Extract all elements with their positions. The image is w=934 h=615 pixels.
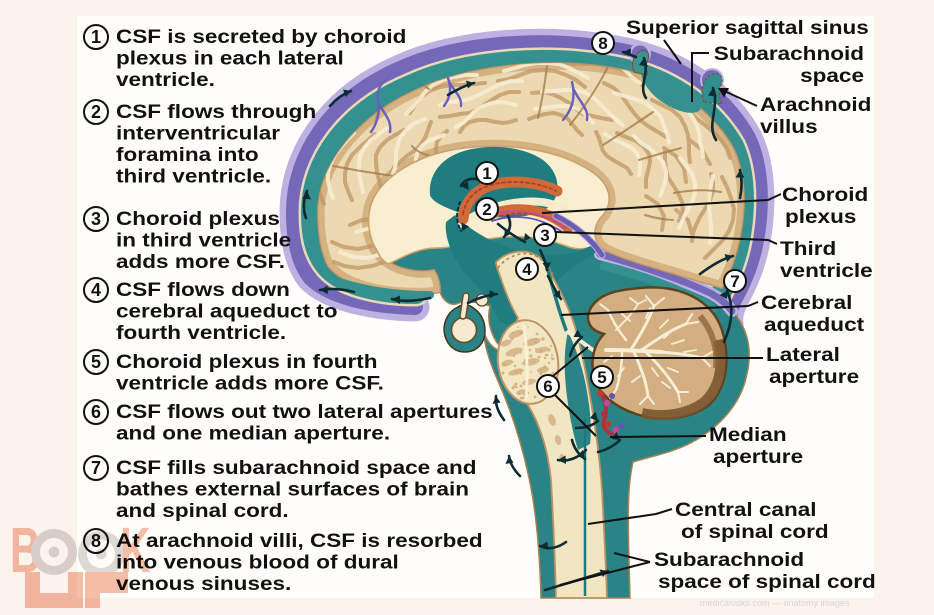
svg-text:3: 3 [91,209,101,229]
svg-text:venous sinuses.: venous sinuses. [116,573,291,595]
svg-text:CSF flows out two lateral aper: CSF flows out two lateral apertures [116,401,493,423]
svg-text:4: 4 [522,260,532,279]
svg-text:ventricle adds more CSF.: ventricle adds more CSF. [116,373,384,395]
svg-text:ventricle.: ventricle. [116,69,215,91]
svg-text:7: 7 [91,458,101,478]
svg-text:2: 2 [482,200,491,219]
svg-text:Choroid: Choroid [782,184,868,206]
svg-text:5: 5 [91,352,101,372]
svg-text:8: 8 [598,34,607,53]
svg-text:third ventricle.: third ventricle. [116,166,271,188]
svg-text:7: 7 [730,272,739,291]
svg-text:bathes external surfaces of br: bathes external surfaces of brain [116,479,469,501]
svg-text:CSF flows down: CSF flows down [116,279,290,301]
svg-text:Superior sagittal sinus: Superior sagittal sinus [626,17,869,39]
svg-text:Lateral: Lateral [766,344,840,366]
svg-text:in third ventricle: in third ventricle [116,230,291,252]
svg-text:fourth ventricle.: fourth ventricle. [116,322,286,344]
svg-text:cerebral aqueduct to: cerebral aqueduct to [116,301,338,323]
svg-text:CSF flows through: CSF flows through [116,101,316,123]
svg-text:5: 5 [597,368,606,387]
svg-text:aperture: aperture [713,446,803,468]
svg-text:Median: Median [709,424,787,446]
svg-text:aperture: aperture [769,366,859,388]
svg-text:1: 1 [482,164,491,183]
svg-text:of spinal cord: of spinal cord [681,521,829,543]
svg-text:4: 4 [91,280,101,300]
svg-text:and one median aperture.: and one median aperture. [116,423,390,445]
svg-text:villus: villus [760,116,818,138]
svg-text:CSF fills subarachnoid space a: CSF fills subarachnoid space and [116,457,477,479]
svg-text:plexus: plexus [785,206,857,228]
svg-text:plexus in each lateral: plexus in each lateral [116,48,344,70]
svg-text:into venous blood of dural: into venous blood of dural [116,552,399,574]
svg-text:space: space [800,65,864,87]
svg-text:medicalooks com — anatomy imag: medicalooks com — anatomy images [700,598,850,608]
svg-text:8: 8 [91,531,101,551]
svg-text:At arachnoid villi, CSF is res: At arachnoid villi, CSF is resorbed [116,530,483,552]
svg-text:Choroid plexus in fourth: Choroid plexus in fourth [116,351,378,373]
svg-text:Arachnoid: Arachnoid [760,94,871,116]
svg-text:Cerebral: Cerebral [761,292,852,314]
svg-text:6: 6 [543,377,552,396]
svg-text:2: 2 [91,102,101,122]
svg-text:Central canal: Central canal [675,499,817,521]
svg-text:1: 1 [91,27,101,47]
svg-text:3: 3 [540,226,549,245]
svg-text:Subarachnoid: Subarachnoid [714,43,864,65]
svg-text:6: 6 [91,402,101,422]
svg-text:interventricular: interventricular [116,123,280,145]
svg-text:and spinal cord.: and spinal cord. [116,500,289,522]
svg-text:ventricle: ventricle [780,260,873,282]
svg-text:Choroid plexus: Choroid plexus [116,208,280,230]
svg-text:Third: Third [780,238,836,260]
svg-text:CSF is secreted by choroid: CSF is secreted by choroid [116,26,406,48]
svg-text:space of spinal cord: space of spinal cord [658,571,876,593]
svg-text:adds more CSF.: adds more CSF. [116,251,285,273]
svg-text:foramina into: foramina into [116,144,259,166]
svg-text:aqueduct: aqueduct [764,314,865,336]
svg-text:Subarachnoid: Subarachnoid [654,549,804,571]
